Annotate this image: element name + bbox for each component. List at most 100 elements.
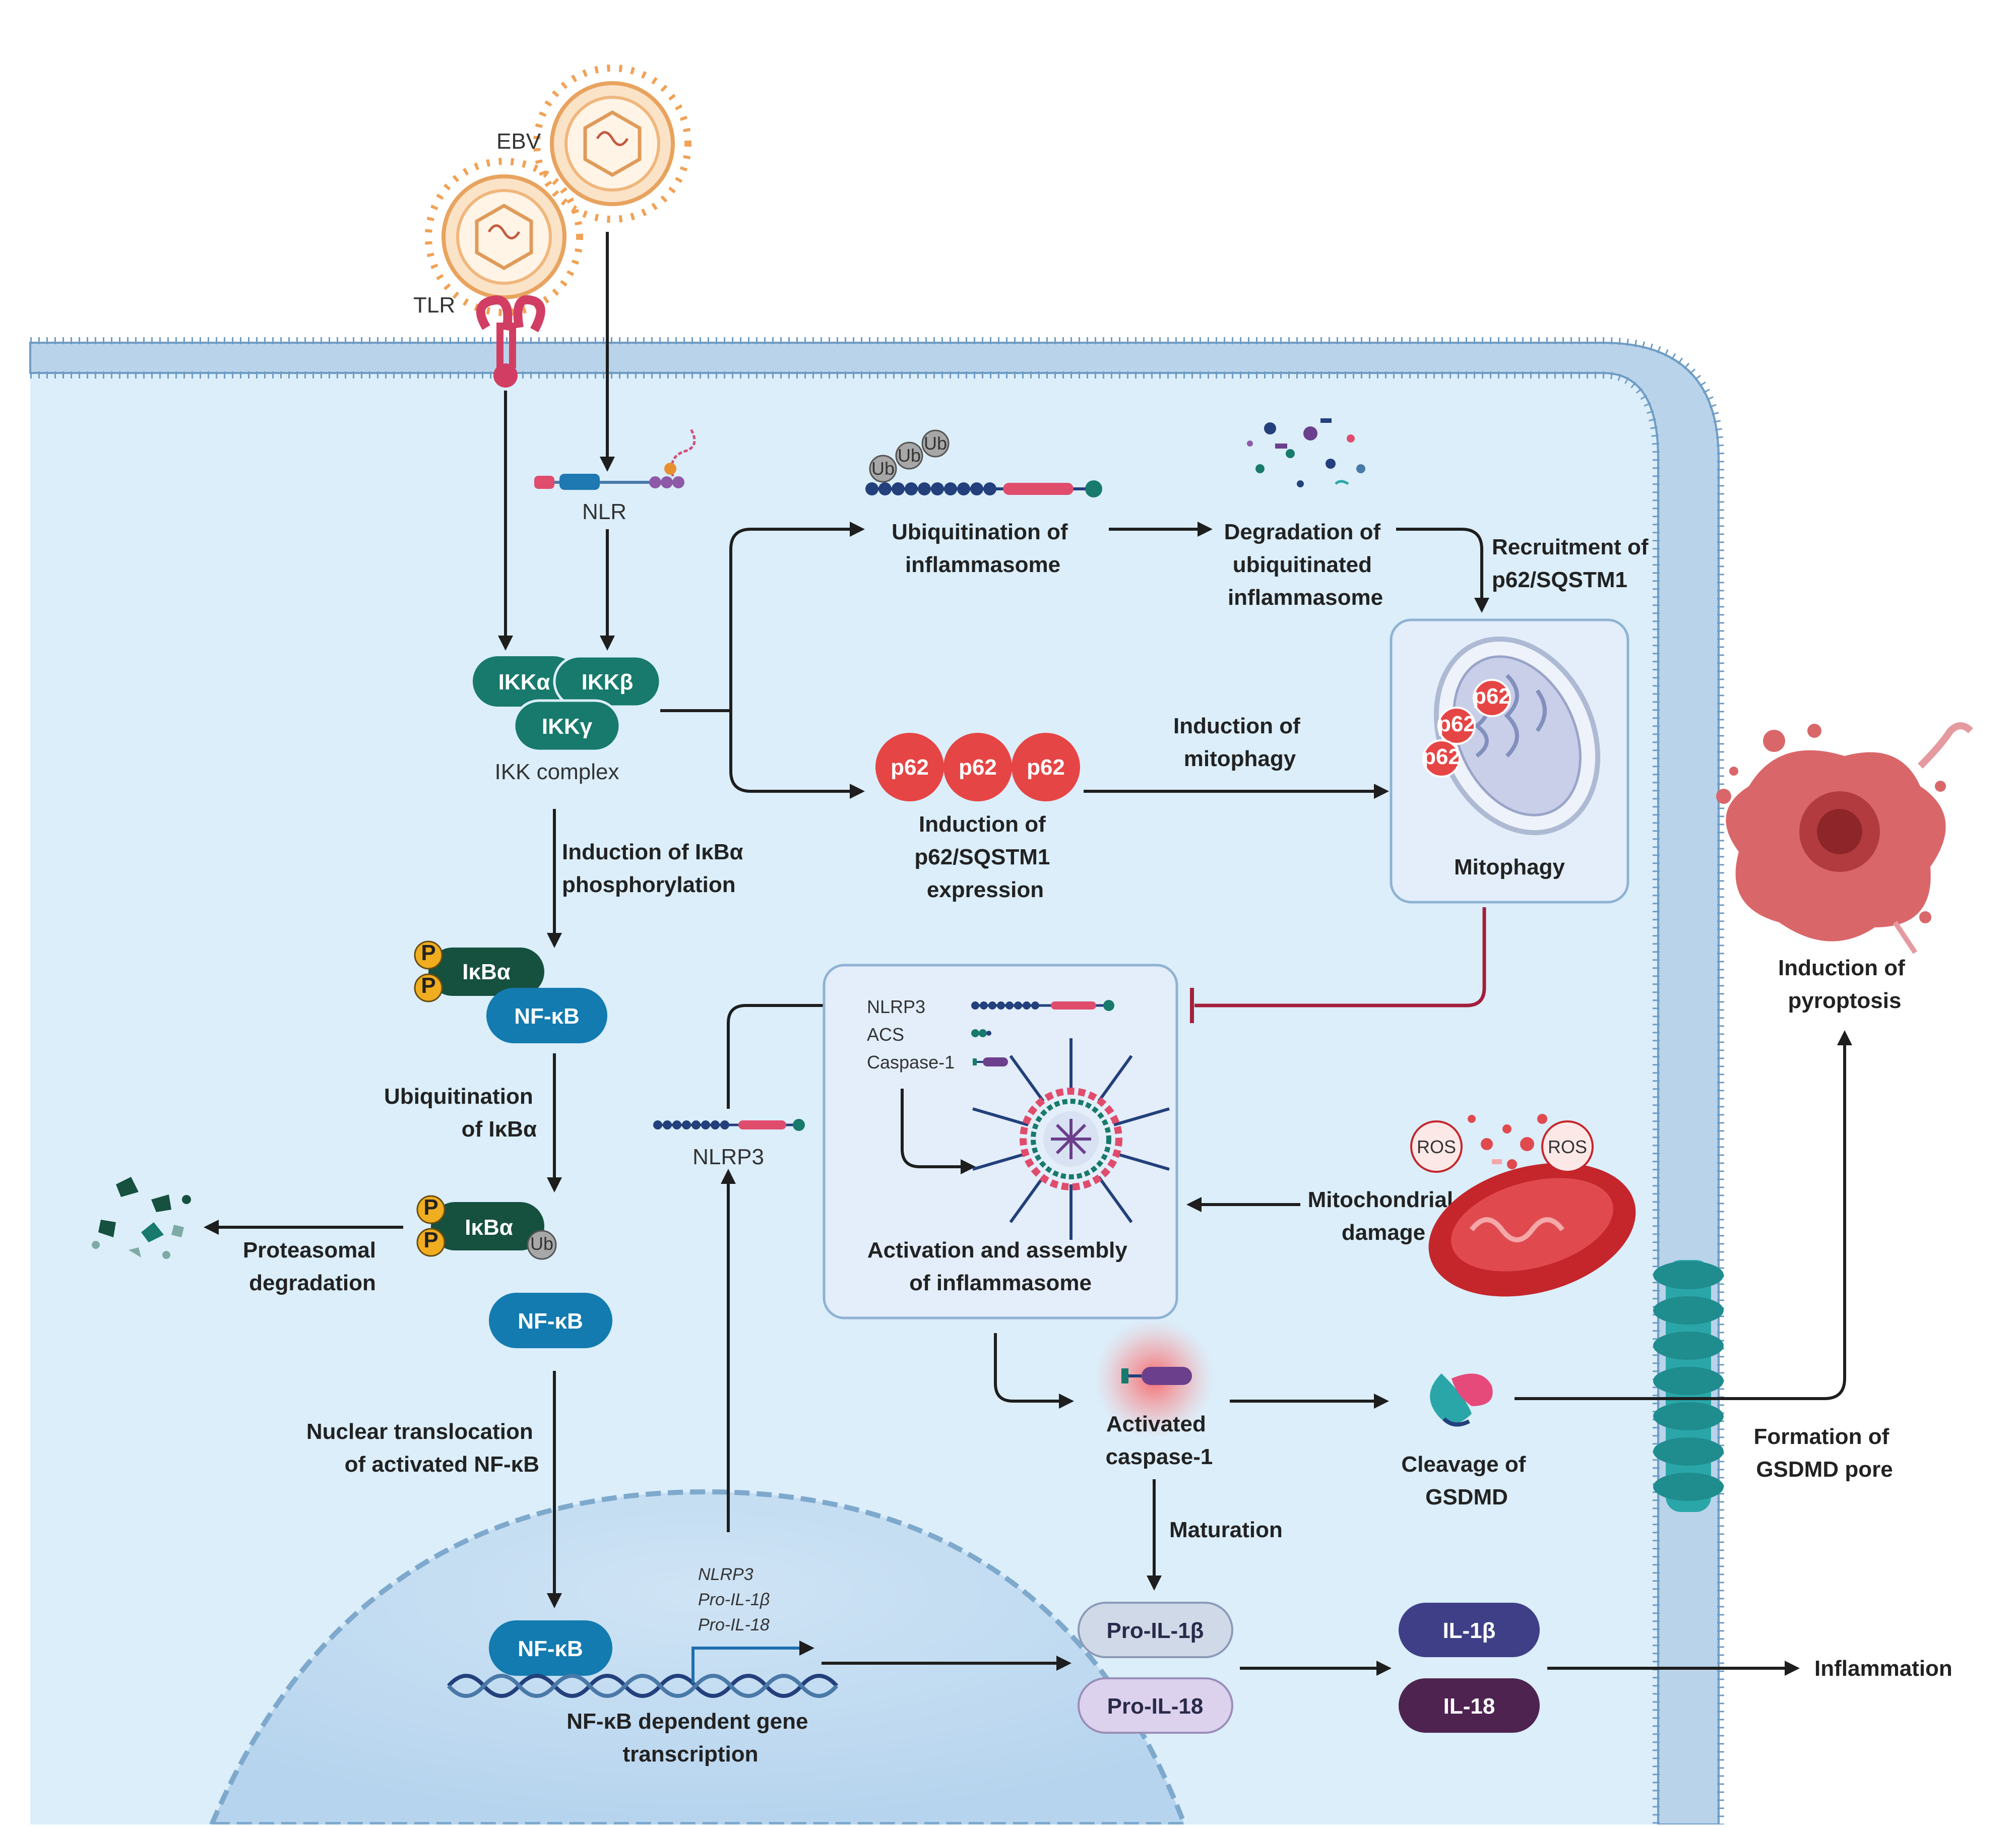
mitophagy-box: p62 p62 p62 Mitophagy (1390, 618, 1629, 904)
ubiquitinated-inflammasome: Ub Ub Ub (865, 429, 1102, 497)
nfkb-transcription-label: NF-κB dependent gene transcription (566, 1709, 814, 1767)
p62-1-text: p62 (891, 755, 929, 780)
ikkg-text: IKKγ (542, 714, 593, 739)
p62-3-text: p62 (1027, 755, 1065, 780)
pro-il1b-text: Pro-IL-1β (1106, 1618, 1204, 1643)
inflammation-label: Inflammation (1814, 1656, 1952, 1681)
formation-pore-label: Formation of GSDMD pore (1753, 1424, 1895, 1482)
cleavage-gsdmd-label: Cleavage of GSDMD (1401, 1452, 1532, 1509)
induction-pyroptosis-label: Induction of pyroptosis (1778, 956, 1911, 1013)
activation-assembly-label: Activation and assembly of inflammasome (867, 1238, 1133, 1295)
arrow-nlrp3-inflammasome (727, 998, 860, 1109)
il18-pill (1399, 1678, 1540, 1733)
il18-text: IL-18 (1443, 1694, 1495, 1719)
proteasomal-label: Proteasomal degradation (243, 1238, 382, 1295)
ikk-complex-label: IKK complex (495, 760, 619, 784)
arrow-inflammasome-caspase (994, 1333, 1074, 1409)
ebv-virus-left (425, 158, 583, 316)
il1b-text: IL-1β (1442, 1618, 1495, 1643)
p62-2-text: p62 (959, 755, 997, 780)
nlrp3-label: NLRP3 (692, 1145, 764, 1169)
arrow-ikk-ubiquitination (660, 522, 865, 712)
arrow-components-assembly (901, 1089, 976, 1174)
degradation-label: Degradation of ubiquitinated inflammasom… (1224, 520, 1387, 610)
gsdmd-protein (1430, 1373, 1493, 1427)
arrow-ikk-p62 (729, 711, 865, 799)
inflammasome-assembly (972, 1038, 1170, 1240)
gsdmd-pore (1653, 1260, 1724, 1512)
pyroptotic-cell (1716, 722, 1973, 954)
proteasome-fragments (92, 1177, 191, 1259)
membrane-beads-inner (30, 371, 1660, 1824)
nfkb-text-1: NF-κB (514, 1004, 580, 1029)
caspase-component (973, 1057, 1008, 1066)
nfkb-text-3: NF-κB (518, 1636, 583, 1661)
ikkg-pill (513, 699, 621, 752)
phospho-1: P (421, 940, 435, 965)
recruitment-label: Recruitment of p62/SQSTM1 (1492, 535, 1655, 592)
phospho-3: P (423, 1195, 438, 1220)
ikba-ubiquitinated: P P IκBα Ub (416, 1195, 557, 1260)
ikkb-text: IKKβ (582, 670, 634, 695)
nuclear-translocation-label: Nuclear translocation of activated NF-κB (306, 1419, 539, 1477)
mito-p62-2: p62 (1437, 712, 1476, 736)
inhibition-line (1194, 907, 1486, 1007)
ub-2: Ub (898, 445, 921, 466)
nlrp3-component (971, 1000, 1114, 1011)
ub-3: Ub (924, 433, 947, 454)
dna-helix (447, 1674, 839, 1698)
nfkb-nuclear (489, 1620, 612, 1676)
damaged-mitochondrion: ROS ROS (1410, 1114, 1636, 1297)
arrow-degradation-mitophagy (1396, 528, 1489, 613)
mito-p62-1: p62 (1473, 684, 1511, 709)
ub-1: Ub (871, 458, 895, 479)
phospho-4: P (423, 1228, 438, 1252)
ros-1: ROS (1417, 1137, 1456, 1157)
induction-ikba-label: Induction of IκBα phosphorylation (562, 840, 749, 897)
ikba-text-1: IκBα (462, 960, 511, 984)
ub-ikba: Ub (530, 1233, 553, 1254)
ubiquitination-ikba-label: Ubiquitination of IκBα (384, 1084, 539, 1142)
induction-p62-label: Induction of p62/SQSTM1 expression (914, 812, 1056, 902)
pro-il18-pill (1078, 1677, 1233, 1734)
nfkb-text-2: NF-κB (518, 1309, 583, 1334)
nlr-protein (534, 427, 696, 490)
ikka-pill (473, 656, 579, 707)
p62-trio: p62 p62 p62 (875, 733, 1080, 801)
activated-caspase-label: Activated caspase-1 (1106, 1412, 1213, 1469)
inflammasome-components: NLRP3 ACS Caspase-1 (867, 996, 955, 1073)
nlrp3-protein (653, 1119, 805, 1131)
activated-caspase-1 (1121, 1367, 1192, 1385)
phospho-2: P (421, 973, 435, 998)
nucleus (208, 1489, 1188, 1827)
ebv-label: EBV (496, 129, 541, 154)
ebv-virus-top (533, 65, 691, 223)
tlr-receptor (476, 295, 545, 388)
nucleus-body (208, 1489, 1188, 1827)
ikka-text: IKKα (498, 670, 550, 695)
il1b-pill (1399, 1603, 1540, 1657)
arrow-gsdmd-pyroptosis (1515, 1030, 1852, 1400)
pro-il18-text: Pro-IL-18 (1107, 1694, 1204, 1719)
nlr-label: NLR (582, 499, 626, 524)
ikk-complex: IKKα IKKβ IKKγ (473, 655, 662, 752)
induction-mitophagy-label: Induction of mitophagy (1173, 714, 1306, 771)
acs-component (971, 1029, 991, 1037)
nfkb-free (489, 1293, 612, 1348)
ros-2: ROS (1548, 1137, 1587, 1157)
ikba-nfkb-complex: P P IκBα NF-κB (414, 940, 607, 1043)
ubiquitination-inflammasome-label: Ubiquitination of inflammasome (892, 520, 1074, 577)
ikba-text-2: IκBα (465, 1215, 513, 1240)
mito-damage-label: Mitochondrial damage (1308, 1187, 1460, 1245)
inflammasome-box: NLRP3 ACS Caspase-1 (823, 964, 1178, 1319)
mito-p62-3: p62 (1422, 744, 1461, 769)
pro-il1b-pill (1078, 1602, 1233, 1658)
mitophagy-title: Mitophagy (1454, 855, 1565, 879)
gene-list: NLRP3 Pro-IL-1β Pro-IL-18 (698, 1565, 775, 1634)
degraded-fragments (1247, 418, 1365, 487)
transcription-start-arrow (691, 1641, 814, 1683)
maturation-label: Maturation (1169, 1518, 1283, 1542)
tlr-label: TLR (413, 293, 455, 318)
